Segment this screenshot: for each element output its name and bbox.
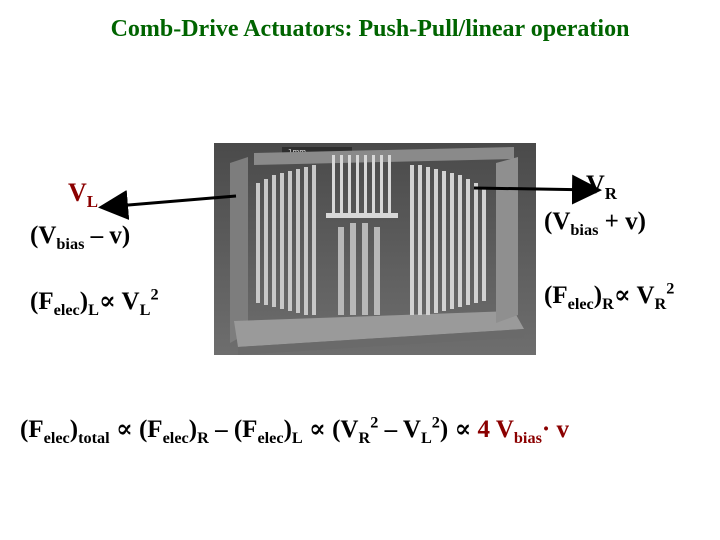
left-voltage-label: VL [68, 178, 99, 212]
left-bias-label: (Vbias – v) [30, 222, 131, 253]
comb-drive-sem-image: 1mm [214, 143, 536, 355]
scale-bar-label: 1mm [288, 148, 306, 156]
slide-title: Comb-Drive Actuators: Push-Pull/linear o… [110, 16, 630, 42]
left-force-label: (Felec)L∝ VL2 [30, 285, 159, 319]
left-arrow [98, 190, 237, 220]
right-bias-label: (Vbias + v) [544, 208, 646, 239]
right-force-label: (Felec)R∝ VR2 [544, 279, 675, 313]
total-force-equation: (Felec)total ∝ (Felec)R – (Felec)L ∝ (VR… [20, 413, 569, 447]
right-arrow [473, 174, 602, 205]
bias-product-term: 4 Vbias· v [477, 416, 569, 447]
